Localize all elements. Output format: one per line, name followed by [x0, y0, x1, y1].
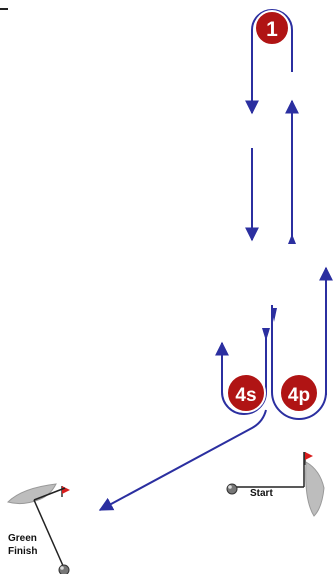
flag-icon — [304, 452, 313, 465]
start-label: Start — [250, 488, 273, 499]
gate-mark-4p: 4p — [279, 373, 319, 413]
buoy-icon — [58, 564, 70, 574]
gate-mark-4s: 4s — [226, 373, 266, 413]
gate-arrowhead-top — [271, 308, 277, 322]
gate-mark-4s-label: 4s — [235, 385, 256, 406]
finish-line: Green Finish — [7, 483, 70, 574]
flag-icon — [61, 486, 70, 497]
gate-mark-4p-label: 4p — [288, 385, 310, 406]
gate-arrowhead-second — [262, 328, 270, 341]
leg-to-finish — [98, 409, 267, 511]
beat-leg-right-tail — [288, 234, 296, 244]
boat-icon — [305, 461, 325, 517]
finish-label-line1: Green — [8, 533, 37, 544]
buoy-icon — [226, 483, 238, 495]
windward-mark-label: 1 — [266, 18, 278, 41]
windward-mark-1: 1 — [254, 10, 290, 46]
finish-label-line2: Finish — [8, 546, 37, 557]
gate-port-loop — [271, 305, 327, 420]
start-line: Start — [226, 452, 325, 517]
